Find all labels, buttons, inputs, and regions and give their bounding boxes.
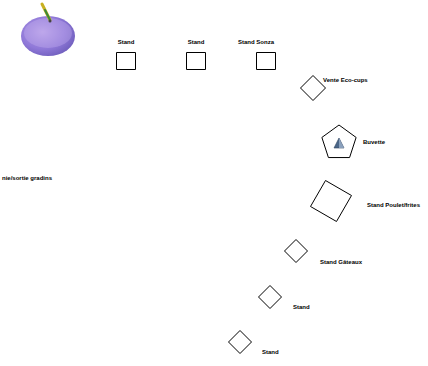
stand-outline	[258, 285, 282, 309]
pin-marker	[42, 4, 52, 23]
stand-label: Stand Sonza	[238, 39, 274, 46]
area-label: nie/sortie gradins	[2, 175, 52, 182]
stand-marker: Stand Sonza	[256, 52, 276, 70]
stand-marker: Stand	[258, 285, 282, 309]
stand-label: Stand Gâteaux	[320, 259, 362, 266]
stand-outline	[256, 52, 276, 70]
stand-outline	[320, 123, 358, 161]
stand-label: Stand	[118, 39, 135, 46]
stand-outline	[300, 75, 326, 101]
stand-outline	[228, 330, 252, 354]
stand-marker: Stand	[186, 52, 206, 70]
stand-marker: Stand Poulet/frites	[310, 180, 352, 222]
stand-outline	[186, 52, 206, 70]
stand-marker: Stand	[116, 52, 136, 70]
stand-marker: Vente Eco-cups	[300, 75, 326, 101]
stand-marker: Stand	[228, 330, 252, 354]
stand-outline	[284, 239, 308, 263]
stand-label: Vente Eco-cups	[323, 77, 368, 84]
stand-outline	[310, 180, 352, 222]
stand-label: Buvette	[363, 139, 385, 146]
bar-symbol-shade	[339, 138, 344, 148]
stand-label: Stand	[293, 304, 310, 311]
stand-marker: Stand Gâteaux	[284, 239, 308, 263]
purple-ellipse	[21, 16, 75, 56]
stand-label: Stand Poulet/frites	[367, 202, 420, 209]
stand-marker: Buvette	[320, 123, 358, 161]
stand-label: Stand	[188, 39, 205, 46]
stand-label: Stand	[262, 349, 279, 356]
bar-symbol	[334, 138, 344, 148]
stand-outline	[116, 52, 136, 70]
